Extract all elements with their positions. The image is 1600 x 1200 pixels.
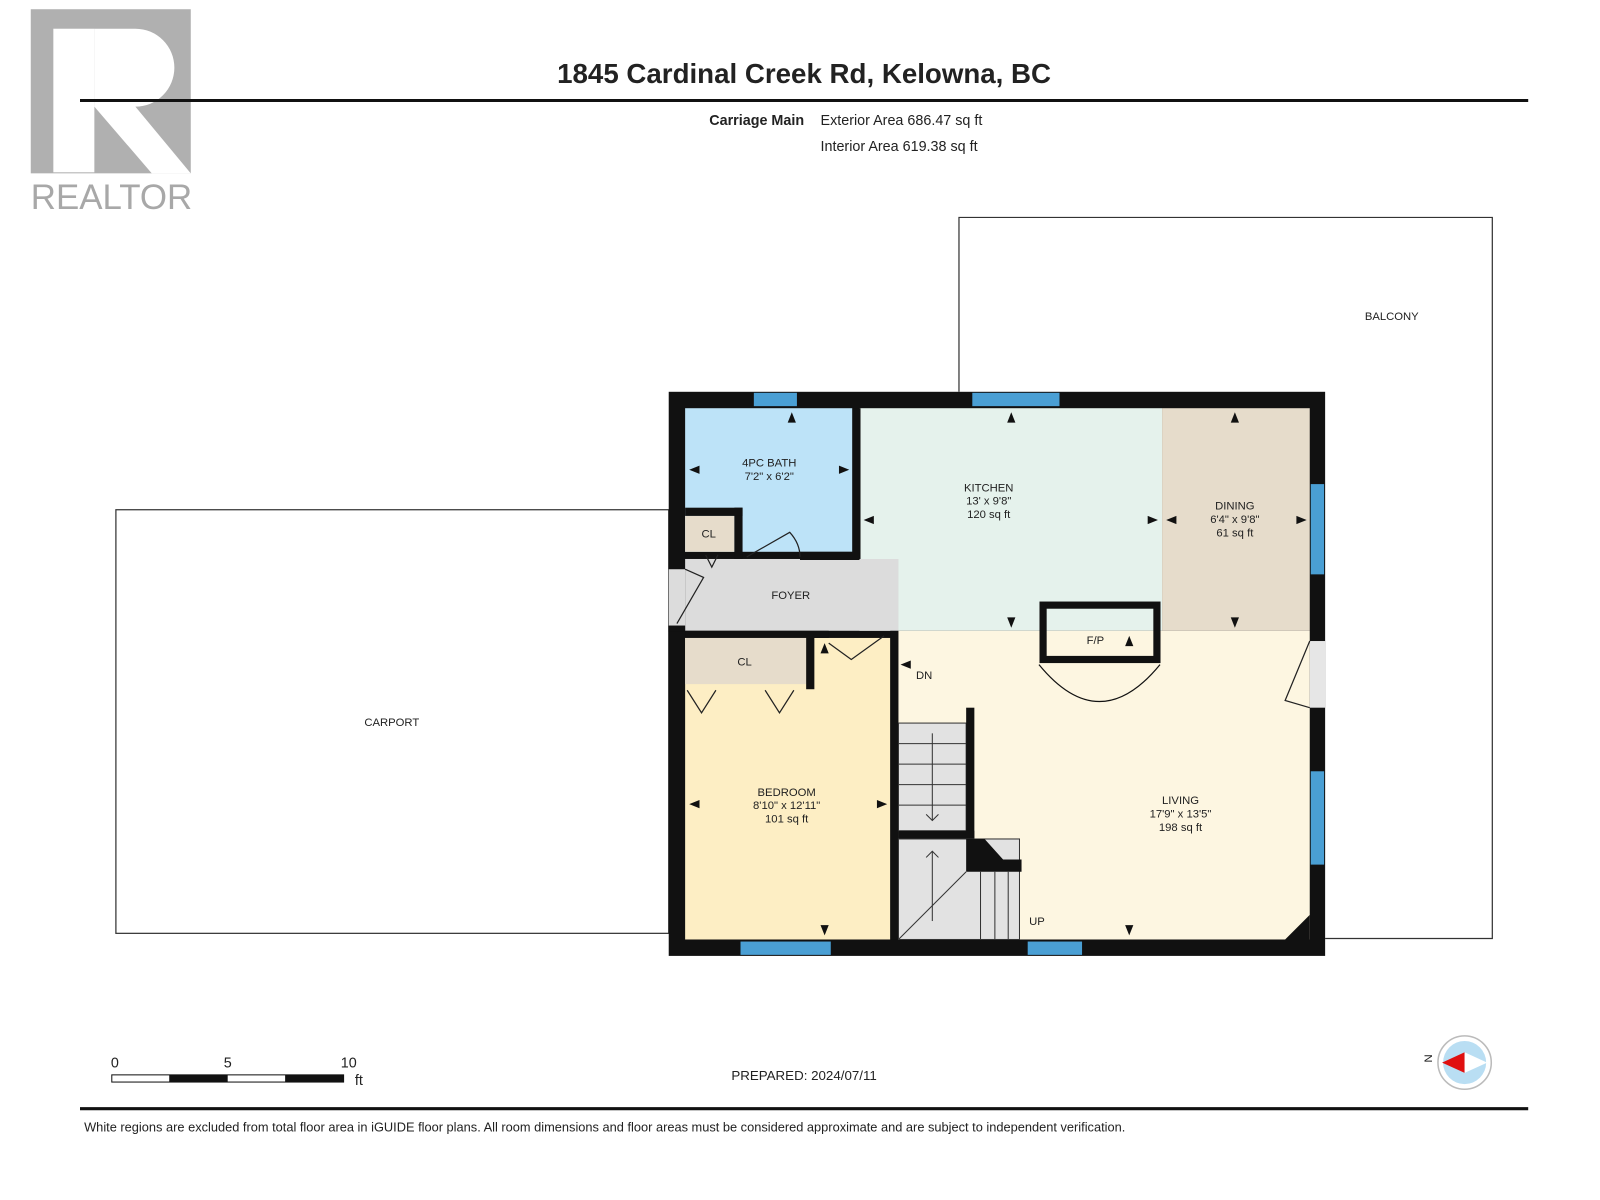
compass-icon: N bbox=[1422, 1035, 1493, 1090]
room-bedroom bbox=[685, 637, 891, 940]
level-name: Carriage Main bbox=[709, 113, 804, 129]
stairs-down-label: DN bbox=[916, 670, 932, 682]
stairs-up-label: UP bbox=[1029, 916, 1045, 928]
page-title: 1845 Cardinal Creek Rd, Kelowna, BC bbox=[557, 58, 1051, 89]
windows bbox=[740, 392, 1325, 955]
bedroom-area: 101 sq ft bbox=[765, 814, 809, 826]
scale-bar: 0 5 10 ft bbox=[111, 1056, 363, 1089]
realtor-logo: REALTOR bbox=[30, 9, 192, 217]
bath-label: 4PC BATH bbox=[742, 458, 796, 470]
balcony-label: BALCONY bbox=[1365, 311, 1419, 323]
exterior-area: Exterior Area 686.47 sq ft bbox=[821, 113, 983, 129]
living-label: LIVING bbox=[1162, 795, 1199, 807]
scale-label-5: 5 bbox=[224, 1056, 232, 1072]
dining-dims: 6'4" x 9'8" bbox=[1210, 514, 1259, 526]
dining-label: DINING bbox=[1215, 501, 1254, 513]
stairs bbox=[897, 707, 1022, 940]
living-dims: 17'9" x 13'5" bbox=[1150, 808, 1212, 820]
living-area: 198 sq ft bbox=[1159, 822, 1203, 834]
foyer-label: FOYER bbox=[771, 590, 810, 602]
closet-bedroom-label: CL bbox=[737, 657, 751, 669]
bedroom-dims: 8'10" x 12'11" bbox=[753, 800, 820, 812]
fireplace-hearth bbox=[1038, 664, 1161, 702]
room-kitchen bbox=[859, 408, 1163, 631]
side-door-opening bbox=[1309, 641, 1326, 708]
dining-area: 61 sq ft bbox=[1216, 527, 1254, 539]
scale-label-10: 10 bbox=[341, 1056, 357, 1072]
scale-unit: ft bbox=[355, 1073, 363, 1089]
carport-label: CARPORT bbox=[364, 717, 419, 729]
dimension-arrows bbox=[689, 412, 1307, 936]
closet-top-label: CL bbox=[702, 528, 716, 540]
kitchen-area: 120 sq ft bbox=[967, 509, 1011, 521]
closet-top bbox=[685, 515, 735, 552]
kitchen-dims: 13' x 9'8" bbox=[966, 496, 1011, 508]
fireplace bbox=[1039, 601, 1161, 664]
kitchen-label: KITCHEN bbox=[964, 482, 1013, 494]
fireplace-label: F/P bbox=[1087, 635, 1105, 647]
logo-text: REALTOR bbox=[31, 178, 192, 217]
scale-label-0: 0 bbox=[111, 1056, 119, 1072]
interior-area: Interior Area 619.38 sq ft bbox=[821, 139, 978, 155]
room-dining bbox=[1162, 408, 1310, 631]
front-door-opening bbox=[668, 569, 686, 626]
balcony-outline bbox=[958, 216, 1493, 940]
bath-dims: 7'2" x 6'2" bbox=[745, 471, 794, 483]
room-foyer bbox=[685, 558, 899, 631]
footer-disclaimer: White regions are excluded from total fl… bbox=[84, 1119, 1125, 1134]
closet-bedroom bbox=[685, 637, 807, 685]
compass-north-label: N bbox=[1422, 1054, 1434, 1062]
door-swings bbox=[676, 531, 1311, 714]
bedroom-label: BEDROOM bbox=[758, 787, 816, 799]
prepared-date: PREPARED: 2024/07/11 bbox=[731, 1068, 876, 1083]
